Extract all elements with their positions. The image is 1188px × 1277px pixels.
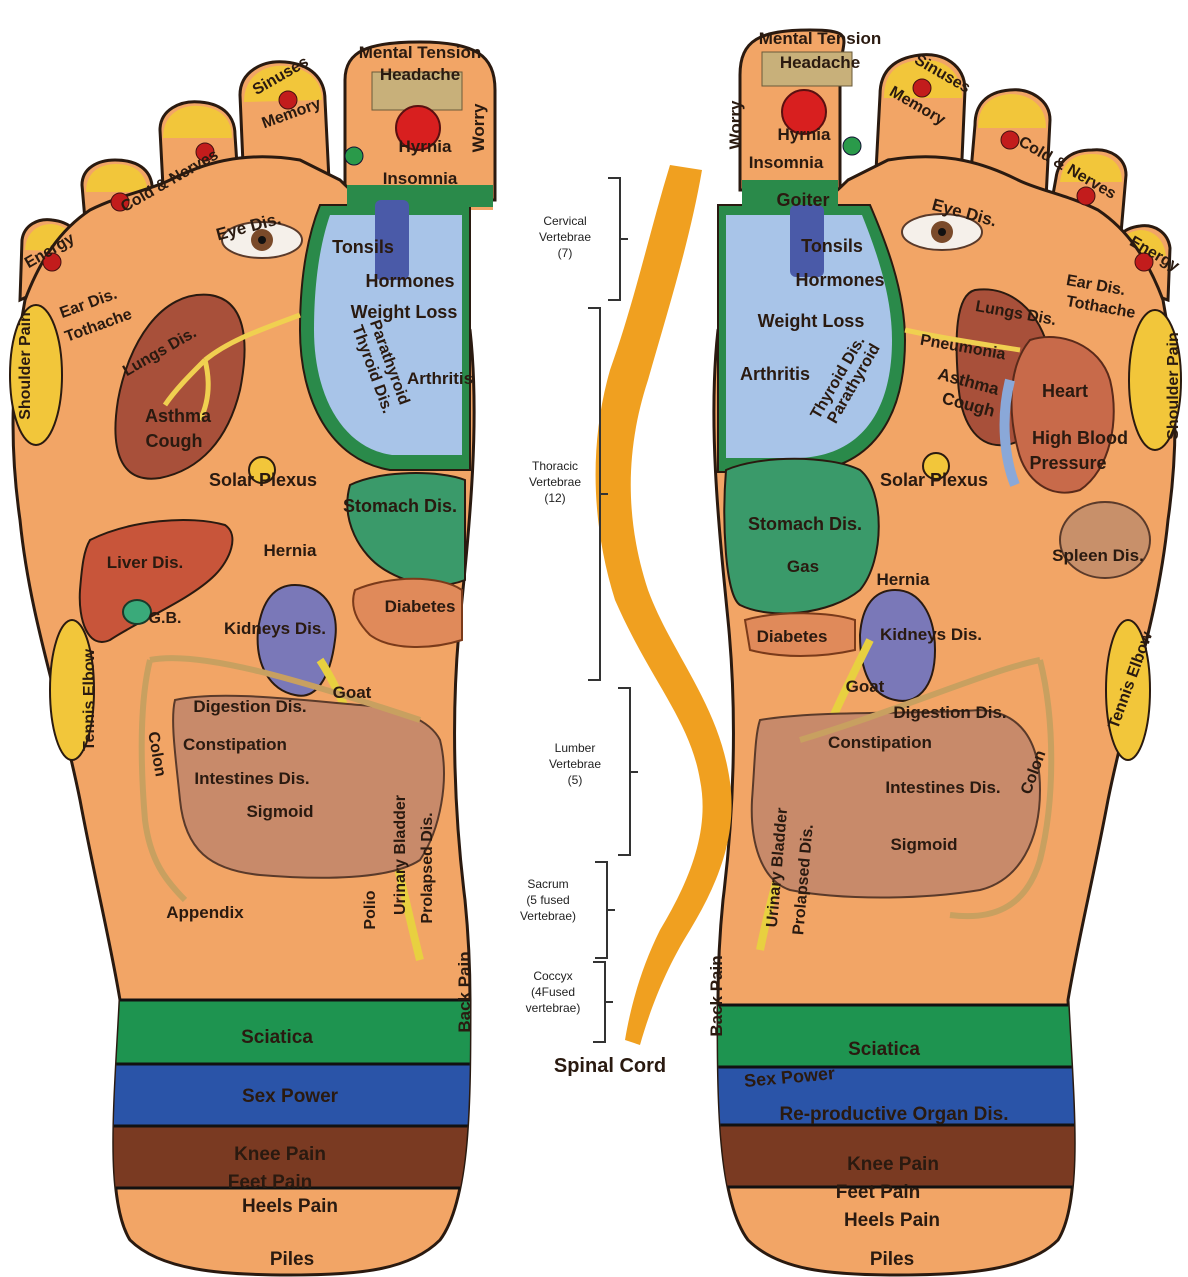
right-foot-label: Pressure (1029, 453, 1106, 473)
right-foot-label: Shoulder Pain (1165, 332, 1182, 440)
left-foot-label: Hernia (264, 541, 317, 560)
spine-section-label: (5) (568, 773, 583, 787)
left-foot-label: Diabetes (385, 597, 456, 616)
left-foot-label: Weight Loss (351, 302, 458, 322)
right-foot-label: Headache (780, 53, 860, 72)
right-foot-label: Mental Tension (759, 29, 881, 48)
spine-section-label: Vertebrae) (520, 909, 576, 923)
left-foot-label: Intestines Dis. (194, 769, 309, 788)
left-foot-label: Cough (146, 431, 203, 451)
spine-section-label: Lumber (555, 741, 596, 755)
spine-section-label: (7) (558, 246, 573, 260)
left-green-dot (345, 147, 363, 165)
spine-section-label: (12) (544, 491, 565, 505)
spine-section-label: Coccyx (533, 969, 572, 983)
right-foot-label: Sigmoid (890, 835, 957, 854)
left-foot-label: Asthma (145, 406, 212, 426)
left-foot-label: Knee Pain (234, 1144, 326, 1165)
right-foot-label: Arthritis (740, 364, 810, 384)
right-foot-label: Knee Pain (847, 1154, 939, 1175)
right-foot-label: Goat (846, 677, 885, 696)
left-foot-label: Back Pain (455, 951, 474, 1032)
left-gallbladder (123, 600, 151, 624)
left-foot-label: Worry (469, 103, 488, 152)
right-foot-label: Constipation (828, 733, 932, 752)
left-foot-label: Constipation (183, 735, 287, 754)
spine-section-label: (5 fused (526, 893, 569, 907)
spine-title: Spinal Cord (554, 1055, 666, 1077)
right-stomach (724, 459, 878, 614)
left-foot-label: Hyrnia (399, 137, 452, 156)
spine-section-label: vertebrae) (526, 1001, 581, 1015)
left-foot-label: Sigmoid (246, 802, 313, 821)
right-foot-label: Heels Pain (844, 1210, 940, 1231)
right-foot-label: Tonsils (801, 236, 863, 256)
right-foot-label: Gas (787, 557, 819, 576)
left-foot-label: Heels Pain (242, 1196, 338, 1217)
left-foot-label: Hormones (365, 271, 454, 291)
spine-section-label: Sacrum (527, 877, 568, 891)
right-foot-label: Spleen Dis. (1052, 546, 1144, 565)
spine-section-label: Vertebrae (539, 230, 591, 244)
right-foot-label: High Blood (1032, 428, 1128, 448)
right-foot-label: Goiter (776, 190, 829, 210)
left-foot-label: Urinary Bladder (392, 795, 409, 915)
right-foot-label: Sciatica (848, 1039, 920, 1060)
left-foot-label: Shoulder Pain (17, 312, 34, 420)
spine-section-label: Vertebrae (529, 475, 581, 489)
spine-section-label: Cervical (543, 214, 586, 228)
left-foot-label: Liver Dis. (107, 553, 184, 572)
right-spleen (1060, 502, 1150, 578)
right-foot-label: Digestion Dis. (893, 703, 1006, 722)
right-foot-label: Back Pain (707, 955, 726, 1036)
left-foot-label: Polio (362, 890, 379, 929)
right-foot-label: Heart (1042, 381, 1088, 401)
spine-column (596, 165, 732, 1045)
left-foot-label: Stomach Dis. (343, 496, 457, 516)
right-foot-label: Insomnia (749, 153, 824, 172)
right-foot-label: Hyrnia (778, 125, 831, 144)
right-foot-label: Solar Plexus (880, 470, 988, 490)
left-foot-label: Insomnia (383, 169, 458, 188)
right-foot-label: Piles (870, 1249, 914, 1270)
right-foot-label: Hormones (795, 270, 884, 290)
spine-section-label: Vertebrae (549, 757, 601, 771)
right-foot-label: Intestines Dis. (885, 778, 1000, 797)
spine-graphic (588, 165, 732, 1045)
left-foot-label: Prolapsed Dis. (419, 812, 436, 923)
left-foot-label: Arthritis (407, 369, 473, 388)
right-foot-label: Hernia (877, 570, 930, 589)
right-foot-label: Stomach Dis. (748, 514, 862, 534)
left-foot-label: Feet Pain (228, 1172, 312, 1193)
left-foot-label: Digestion Dis. (193, 697, 306, 716)
right-foot-label: Kidneys Dis. (880, 625, 982, 644)
left-foot-label: Kidneys Dis. (224, 619, 326, 638)
left-foot-label: Tonsils (332, 237, 394, 257)
spine-section-label: Thoracic (532, 459, 578, 473)
left-foot-label: Mental Tension (359, 43, 481, 62)
right-foot-label: Worry (726, 100, 745, 149)
left-foot-label: Piles (270, 1249, 314, 1270)
right-foot-label: Feet Pain (836, 1182, 920, 1203)
right-foot-label: Re-productive Organ Dis. (779, 1104, 1008, 1125)
left-foot-label: Solar Plexus (209, 470, 317, 490)
left-foot-label: Goat (333, 683, 372, 702)
left-foot-label: Headache (380, 65, 460, 84)
left-foot-label: Sex Power (242, 1086, 339, 1107)
left-foot-label: Sciatica (241, 1027, 313, 1048)
right-green-dot (843, 137, 861, 155)
left-foot-label: Tennis Elbow (81, 648, 98, 750)
spine-section-label: (4Fused (531, 985, 575, 999)
right-foot-label: Diabetes (757, 627, 828, 646)
left-foot-label: G.B. (149, 610, 182, 627)
right-foot-label: Weight Loss (758, 311, 865, 331)
left-foot-label: Appendix (166, 903, 244, 922)
